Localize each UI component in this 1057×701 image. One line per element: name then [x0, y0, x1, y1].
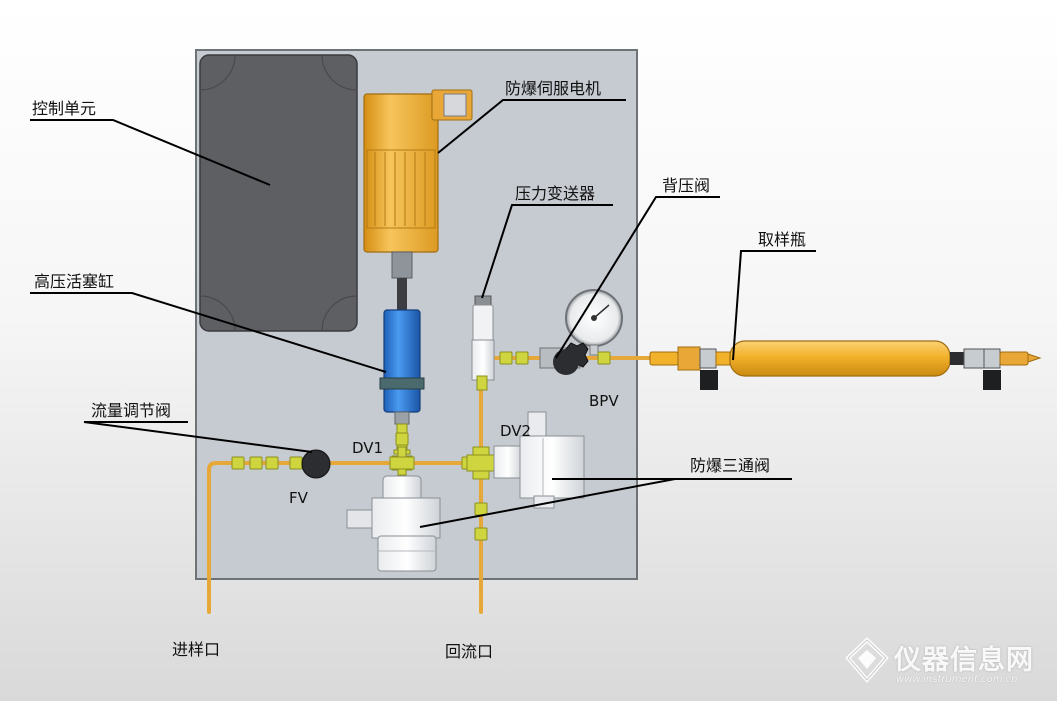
label-servo-motor: 防爆伺服电机 — [505, 79, 602, 98]
label-pressure-transmitter: 压力变送器 — [515, 184, 596, 203]
instrument-logo-icon — [845, 637, 889, 684]
code-dv2: DV2 — [500, 422, 532, 440]
label-inlet: 进样口 — [172, 640, 221, 659]
sampling-bottle — [649, 340, 1042, 390]
watermark-name: 仪器信息网 — [894, 645, 1034, 676]
watermark-url: www.instrument.com.cn — [896, 674, 1018, 685]
cross-fittings — [389, 446, 496, 480]
back-pressure-valve — [539, 289, 623, 375]
pressure-transmitter — [471, 295, 495, 391]
label-flow-valve: 流量调节阀 — [91, 401, 172, 420]
code-dv1: DV1 — [352, 439, 384, 457]
leader-lines — [30, 99, 816, 528]
watermark: 仪器信息网 www.instrument.com.cn — [842, 636, 1052, 696]
servo-motor — [363, 89, 473, 312]
label-sampling-bottle: 取样瓶 — [758, 230, 807, 249]
code-bpv: BPV — [589, 392, 619, 410]
label-piston-cylinder: 高压活塞缸 — [34, 272, 115, 291]
label-control-unit: 控制单元 — [32, 99, 97, 118]
three-way-valve-dv1 — [346, 475, 441, 572]
code-fv: FV — [289, 489, 308, 507]
control-unit-box — [199, 54, 358, 332]
flow-valve — [301, 449, 331, 479]
label-return-port: 回流口 — [445, 642, 494, 661]
label-back-pressure-valve: 背压阀 — [662, 176, 711, 195]
label-three-way-valve: 防爆三通阀 — [690, 456, 771, 475]
